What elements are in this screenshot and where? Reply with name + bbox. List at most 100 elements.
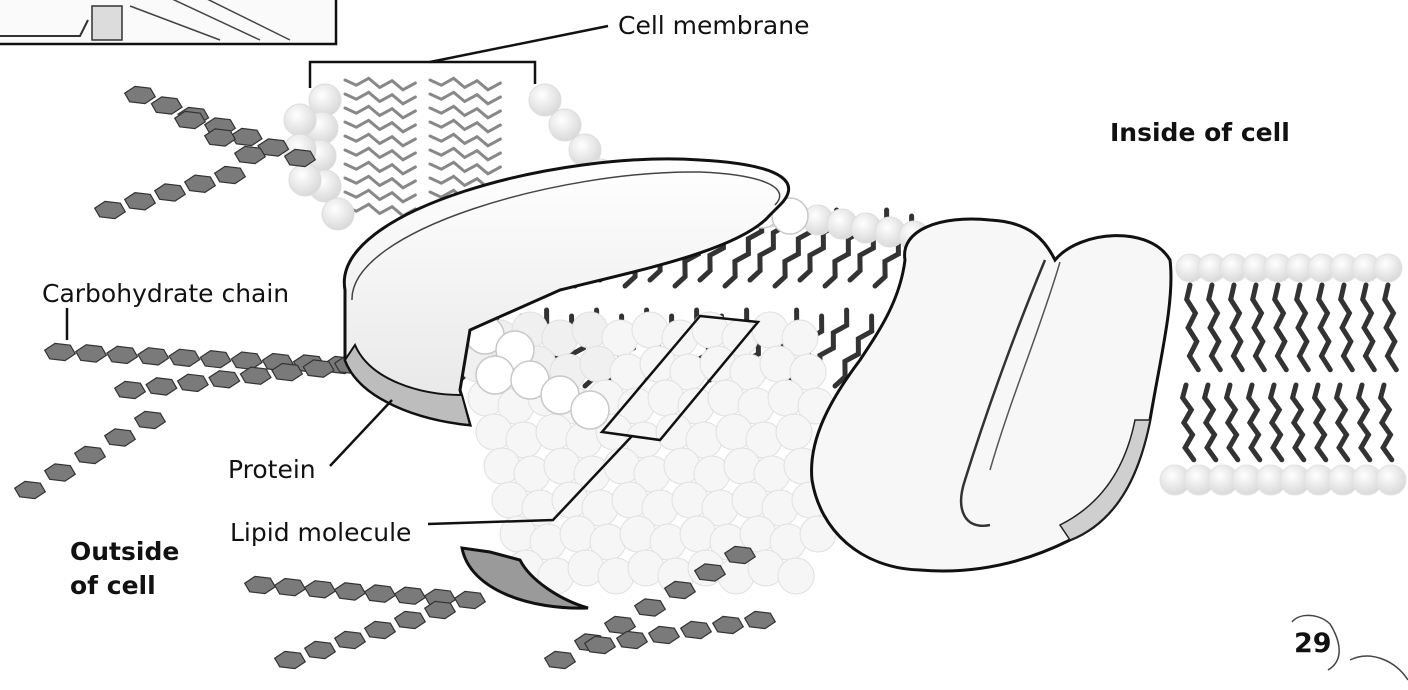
- carbohydrate-unit: [185, 175, 216, 192]
- inside-of-cell-label: Inside of cell: [1110, 118, 1290, 147]
- lipid-tail: [1253, 285, 1265, 370]
- protein-leader: [330, 400, 392, 466]
- lipid-tail: [1297, 285, 1309, 370]
- carbohydrate-unit: [231, 352, 262, 369]
- carbohydrate-unit: [209, 371, 240, 388]
- carbohydrate-unit: [45, 343, 76, 360]
- lipid-head: [476, 356, 514, 394]
- lipid-tail: [345, 120, 415, 132]
- carbohydrate-unit: [45, 464, 76, 481]
- lipid-tail: [1341, 285, 1353, 370]
- carbohydrate-unit: [151, 97, 182, 114]
- lipid-tail: [1187, 285, 1199, 370]
- carbohydrate-unit: [395, 587, 426, 604]
- lipid-head: [1374, 254, 1402, 282]
- carbohydrate-unit: [235, 146, 266, 163]
- cell-membrane-leader: [430, 26, 608, 62]
- cell-membrane-label: Cell membrane: [618, 11, 809, 40]
- carbohydrate-unit: [305, 641, 336, 658]
- carbohydrate-unit: [155, 184, 186, 201]
- carbohydrate-unit: [107, 346, 138, 363]
- carbohydrate-unit: [365, 585, 396, 602]
- lipid-tail: [430, 148, 500, 160]
- lipid-tail: [345, 190, 415, 202]
- carbohydrate-unit: [215, 166, 246, 183]
- lipid-tail: [1319, 285, 1331, 370]
- carbohydrate-unit: [545, 651, 576, 668]
- lipid-head: [571, 391, 609, 429]
- lipid-head: [322, 198, 354, 230]
- lipid-head: [289, 164, 321, 196]
- outside-of-cell-label-line2: of cell: [70, 571, 156, 600]
- carbohydrate-unit: [240, 367, 271, 384]
- lipid-tail: [430, 120, 500, 132]
- lipid-tail: [1315, 385, 1326, 460]
- carbohydrate-unit: [125, 193, 156, 210]
- carbohydrate-unit: [15, 481, 46, 498]
- lipid-tail: [345, 162, 415, 174]
- lipid-tail: [430, 162, 500, 174]
- lipid-tail: [345, 176, 415, 188]
- carbohydrate-unit: [245, 576, 276, 593]
- lipid-head: [1376, 465, 1406, 495]
- carbohydrate-unit: [115, 381, 146, 398]
- carbohydrate-unit: [146, 378, 177, 395]
- lipid-molecule-label: Lipid molecule: [230, 518, 411, 547]
- lipid-tail: [1337, 385, 1348, 460]
- protein-label: Protein: [228, 455, 316, 484]
- lipid-tail: [1293, 385, 1304, 460]
- lipid-tail: [430, 134, 500, 146]
- carbohydrate-unit: [635, 599, 666, 616]
- lipid-tail: [345, 78, 415, 90]
- carbohydrate-unit: [305, 581, 336, 598]
- carbohydrate-unit: [335, 631, 366, 648]
- lipid-tail: [1275, 285, 1287, 370]
- lipid-tail: [345, 134, 415, 146]
- lipid-tail: [1231, 285, 1243, 370]
- carbohydrate-unit: [75, 446, 106, 463]
- carbohydrate-unit: [76, 345, 107, 362]
- outside-of-cell-label-line1: Outside: [70, 537, 179, 566]
- carbohydrate-chain-label: Carbohydrate chain: [42, 279, 289, 308]
- carbohydrate-unit: [169, 349, 200, 366]
- carbohydrate-unit: [95, 201, 126, 218]
- lipid-head: [778, 558, 814, 594]
- lipid-tail: [1183, 385, 1194, 460]
- lipid-tail: [1227, 385, 1238, 460]
- lipid-tail: [1381, 385, 1392, 460]
- carbohydrate-unit: [745, 611, 776, 628]
- lipid-head: [284, 104, 316, 136]
- lipid-tail: [430, 92, 500, 104]
- carbohydrate-unit: [275, 651, 306, 668]
- lipid-tail: [1385, 285, 1397, 370]
- lipid-tail: [345, 106, 415, 118]
- lipid-head: [776, 414, 812, 450]
- carbohydrate-unit: [681, 621, 712, 638]
- carbohydrate-unit: [335, 583, 366, 600]
- carbohydrate-unit: [138, 348, 169, 365]
- carbohydrate-unit: [605, 616, 636, 633]
- lipid-tail: [345, 92, 415, 104]
- carbohydrate-unit: [275, 579, 306, 596]
- lipid-tail: [1271, 385, 1282, 460]
- lipid-tail: [1209, 285, 1221, 370]
- lipid-tail: [1363, 285, 1375, 370]
- carbohydrate-unit: [455, 591, 486, 608]
- carbohydrate-unit: [105, 429, 136, 446]
- channel-protein: [812, 219, 1171, 571]
- carbohydrate-unit: [649, 626, 680, 643]
- page-number: 29: [1294, 628, 1332, 659]
- carbohydrate-unit: [365, 621, 396, 638]
- carbohydrate-unit: [200, 351, 231, 368]
- lipid-tail: [1359, 385, 1370, 460]
- inset-illustration: [0, 0, 336, 44]
- carbohydrate-unit: [135, 411, 166, 428]
- carbohydrate-unit: [231, 128, 262, 145]
- lipid-tail: [1249, 385, 1260, 460]
- lipid-tail: [430, 78, 500, 90]
- lipid-tail: [430, 106, 500, 118]
- carbohydrate-unit: [178, 374, 209, 391]
- carbohydrate-unit: [713, 616, 744, 633]
- carbohydrate-unit: [395, 611, 426, 628]
